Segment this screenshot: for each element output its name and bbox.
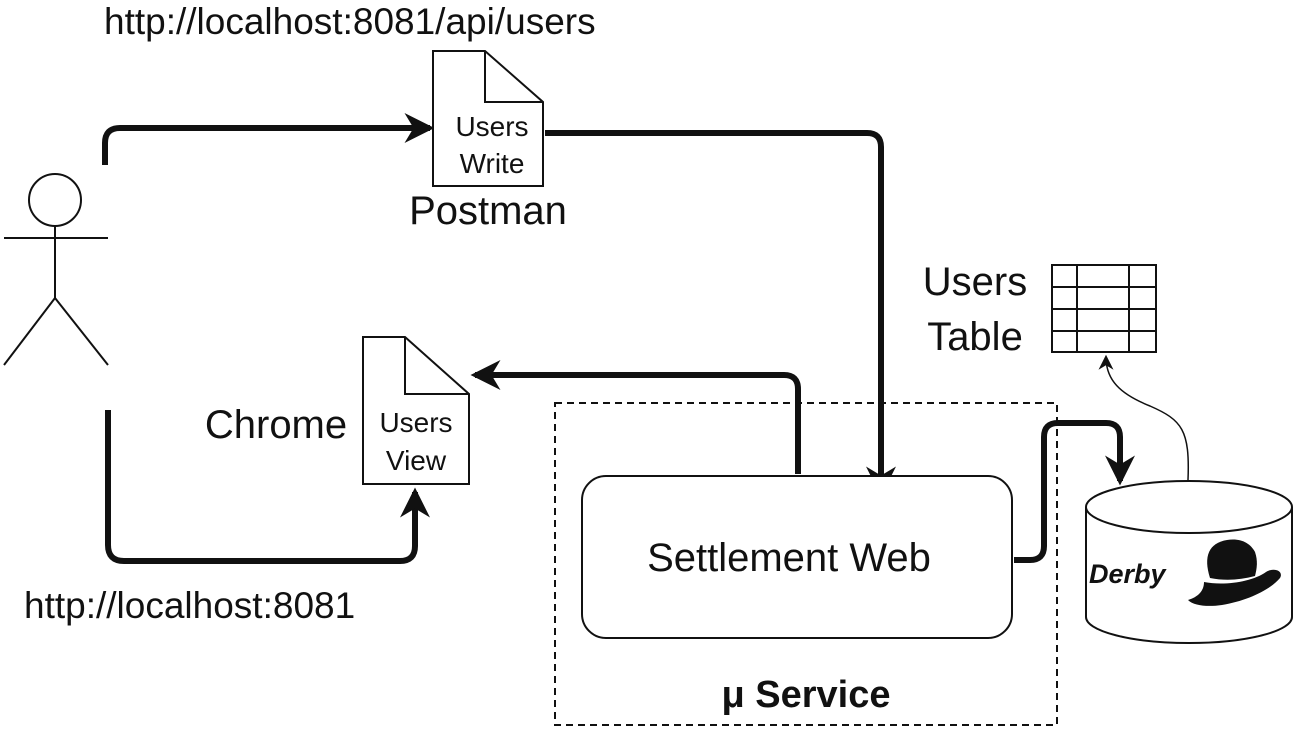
users-write-line1: Users bbox=[455, 111, 528, 142]
derby-hat-logo-icon bbox=[1188, 539, 1281, 606]
arrow-settlement-web-to-chrome bbox=[470, 360, 801, 474]
derby-logo-text: Derby bbox=[1089, 559, 1168, 589]
users-view-line2: View bbox=[386, 445, 447, 476]
users-write-document: Users Write bbox=[432, 50, 544, 187]
table-grid-icon bbox=[1051, 264, 1157, 353]
root-url-label: http://localhost:8081 bbox=[24, 585, 355, 626]
postman-label: Postman bbox=[409, 189, 567, 233]
settlement-web-label: Settlement Web bbox=[647, 536, 931, 580]
micro-service-label: μ Service bbox=[721, 674, 890, 716]
arrow-derby-to-users-table bbox=[1098, 354, 1190, 481]
settlement-web-box bbox=[581, 475, 1013, 639]
arrow-user-to-postman bbox=[102, 113, 435, 165]
arrow-user-to-chrome bbox=[105, 410, 430, 564]
users-write-line2: Write bbox=[460, 148, 525, 179]
stick-figure-user-icon bbox=[3, 173, 109, 366]
users-table-line1: Users bbox=[923, 260, 1027, 304]
users-view-document: Users View bbox=[362, 336, 470, 485]
arrow-settlement-web-to-derby bbox=[1014, 420, 1135, 563]
arrow-postman-to-settlement-web bbox=[545, 130, 896, 497]
micro-service-boundary bbox=[554, 402, 1058, 726]
api-url-label: http://localhost:8081/api/users bbox=[104, 1, 596, 42]
document-icon bbox=[432, 50, 544, 187]
users-table-line2: Table bbox=[927, 315, 1023, 359]
users-view-line1: Users bbox=[379, 407, 452, 438]
document-icon bbox=[362, 336, 470, 485]
chrome-label: Chrome bbox=[205, 403, 347, 447]
